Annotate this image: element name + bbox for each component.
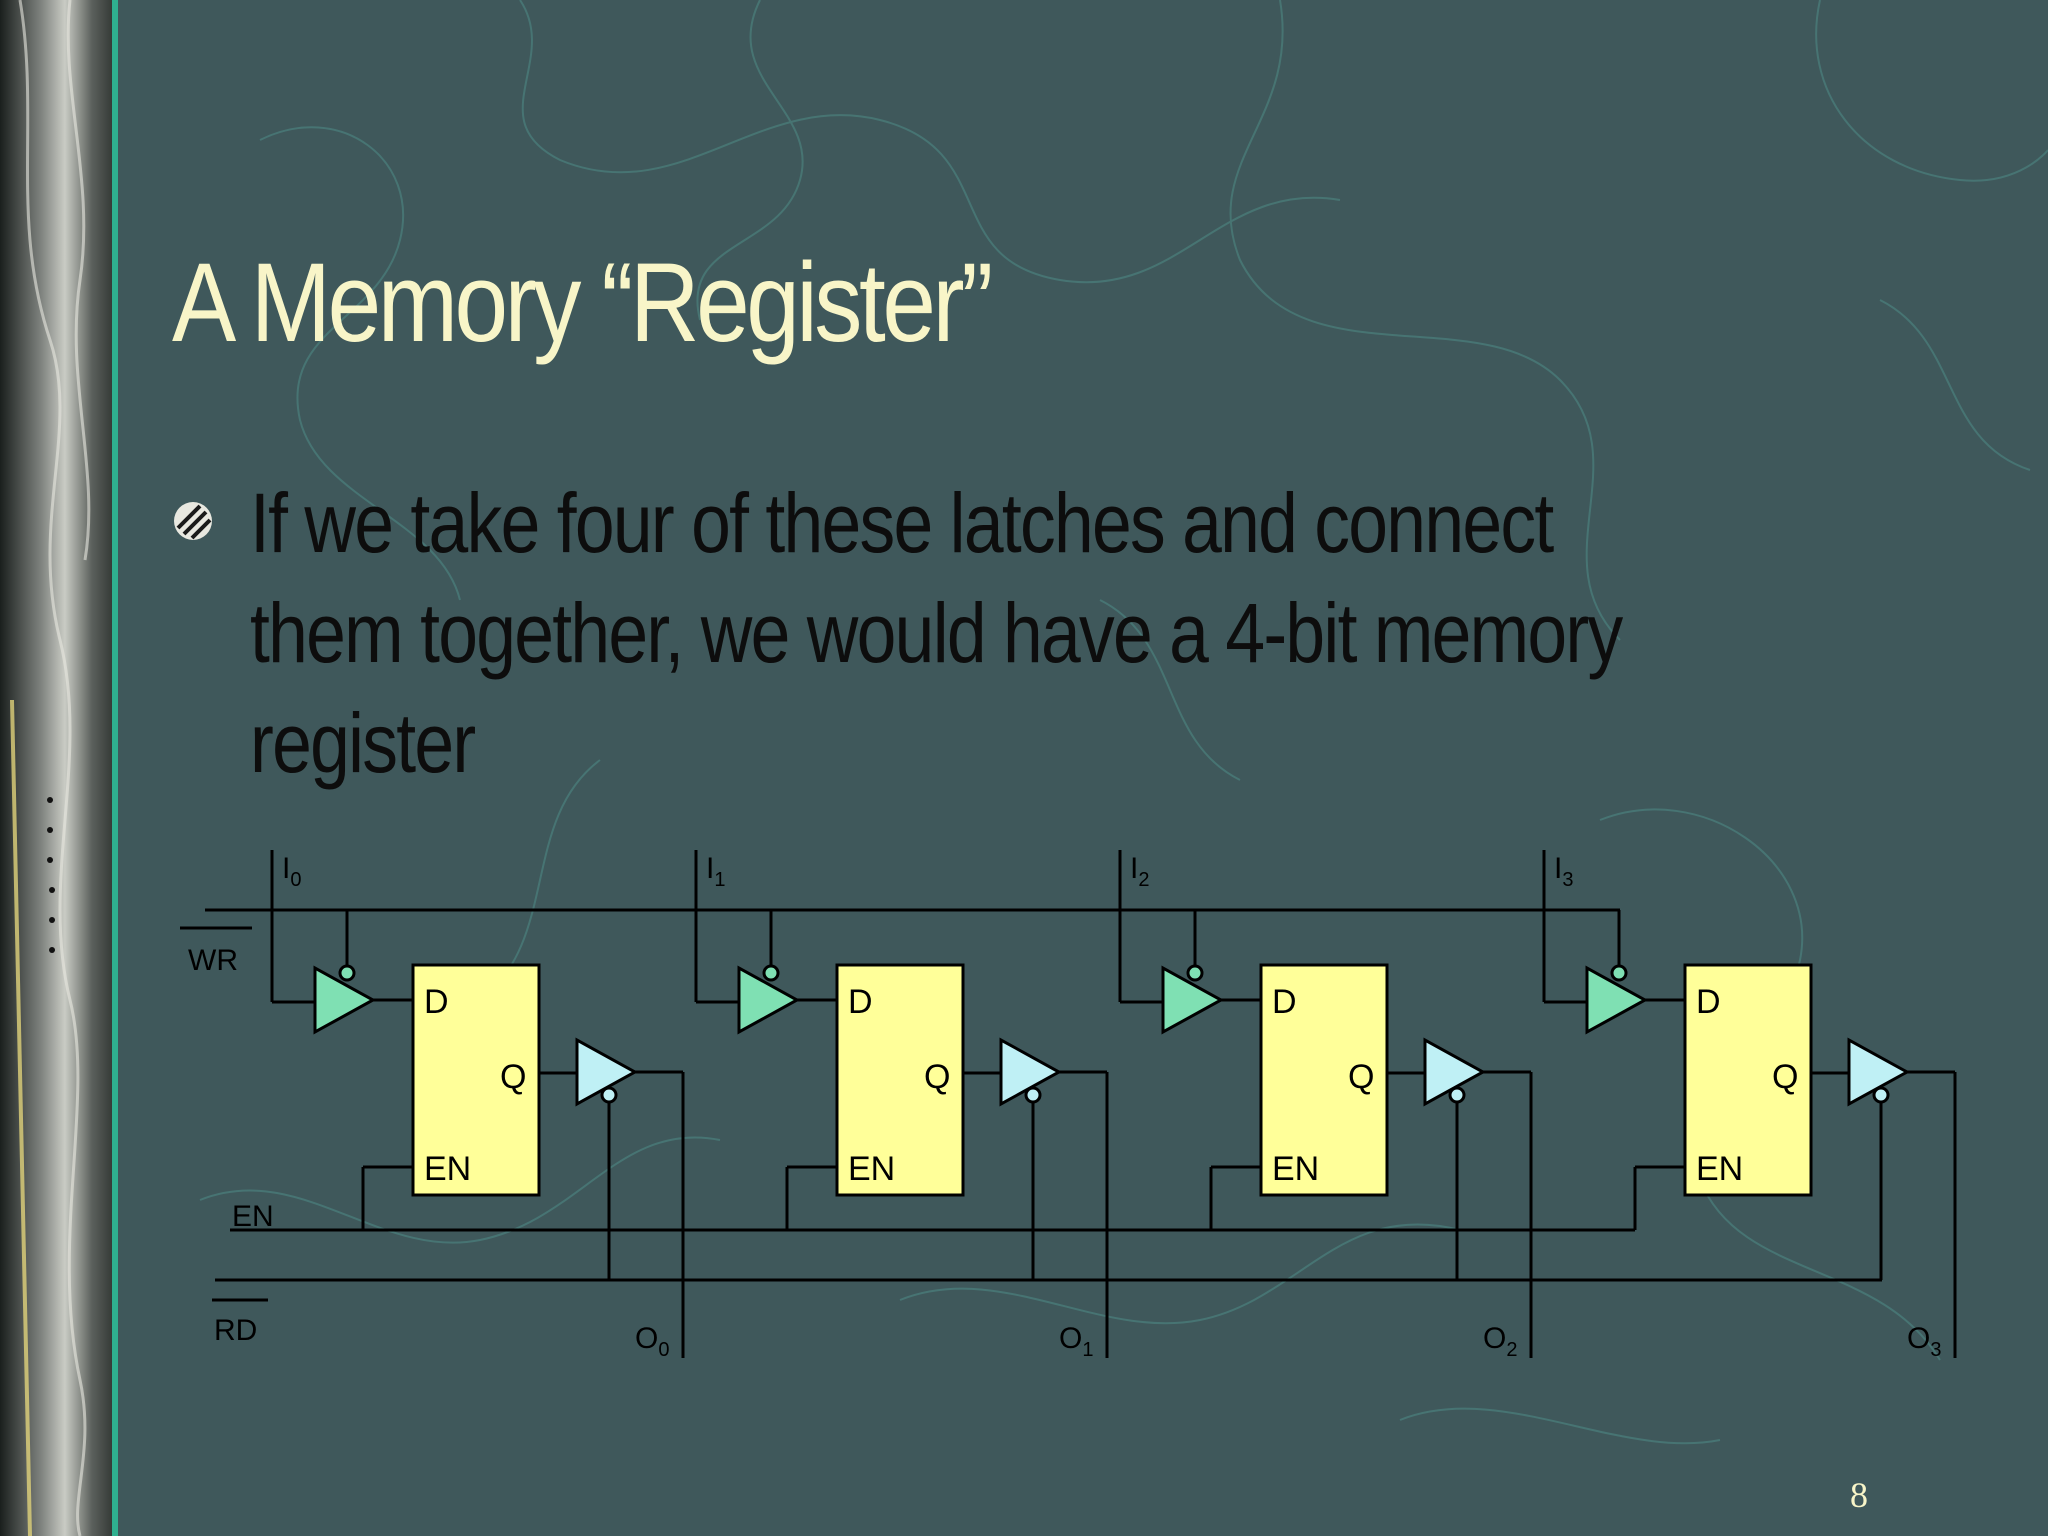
latch-q-label-3: Q <box>1772 1058 1798 1096</box>
input-label-0: I0 <box>282 852 301 891</box>
latch-d-label-0: D <box>424 983 449 1021</box>
read-enable-bubble-1 <box>1024 1086 1042 1104</box>
write-buffer-3 <box>1585 965 1649 1035</box>
page-number: 8 <box>1850 1475 1868 1515</box>
read-enable-bubble-2 <box>1448 1086 1466 1104</box>
latch-d-label-2: D <box>1272 983 1297 1021</box>
bullet-icon <box>174 502 212 540</box>
circuit-wires <box>180 850 1957 1358</box>
write-buffer-1 <box>737 965 801 1035</box>
latch-box-1 <box>835 963 965 1197</box>
en-bus-label: EN <box>232 1200 274 1233</box>
latch-box-2 <box>1259 963 1389 1197</box>
slide-title: A Memory “Register” <box>172 240 993 365</box>
latch-q-label-0: Q <box>500 1058 526 1096</box>
map-texture-icon <box>10 0 91 1536</box>
latch-en-label-0: EN <box>424 1150 471 1188</box>
read-enable-bubble-0 <box>600 1086 618 1104</box>
write-enable-bubble-0 <box>338 964 356 982</box>
write-buffer-2 <box>1161 965 1225 1035</box>
circuit-labels: WR EN RD I0D Q EN O0 I1D Q EN O1 I2D Q EN O2 I3D Q EN O3 <box>188 852 1941 1361</box>
input-label-3: I3 <box>1554 852 1573 891</box>
output-label-0: O0 <box>635 1322 669 1361</box>
decorative-map-strip <box>0 0 118 1536</box>
latch-d-label-3: D <box>1696 983 1721 1021</box>
input-label-2: I2 <box>1130 852 1149 891</box>
latch-en-label-2: EN <box>1272 1150 1319 1188</box>
write-buffer-0 <box>313 965 377 1035</box>
write-enable-bubble-3 <box>1610 964 1628 982</box>
output-label-3: O3 <box>1907 1322 1941 1361</box>
output-label-1: O1 <box>1059 1322 1093 1361</box>
latch-en-label-3: EN <box>1696 1150 1743 1188</box>
rd-label: RD <box>214 1314 257 1347</box>
bullet-text: If we take four of these latches and con… <box>250 476 1623 790</box>
read-enable-bubble-3 <box>1872 1086 1890 1104</box>
input-label-1: I1 <box>706 852 725 891</box>
accent-edge <box>112 0 118 1536</box>
wr-label: WR <box>188 944 238 977</box>
latch-q-label-2: Q <box>1348 1058 1374 1096</box>
write-enable-bubble-2 <box>1186 964 1204 982</box>
write-enable-bubble-1 <box>762 964 780 982</box>
circuit-parts <box>313 963 1911 1197</box>
output-label-2: O2 <box>1483 1322 1517 1361</box>
latch-box-0 <box>411 963 541 1197</box>
latch-q-label-1: Q <box>924 1058 950 1096</box>
latch-d-label-1: D <box>848 983 873 1021</box>
latch-box-3 <box>1683 963 1813 1197</box>
latch-en-label-1: EN <box>848 1150 895 1188</box>
